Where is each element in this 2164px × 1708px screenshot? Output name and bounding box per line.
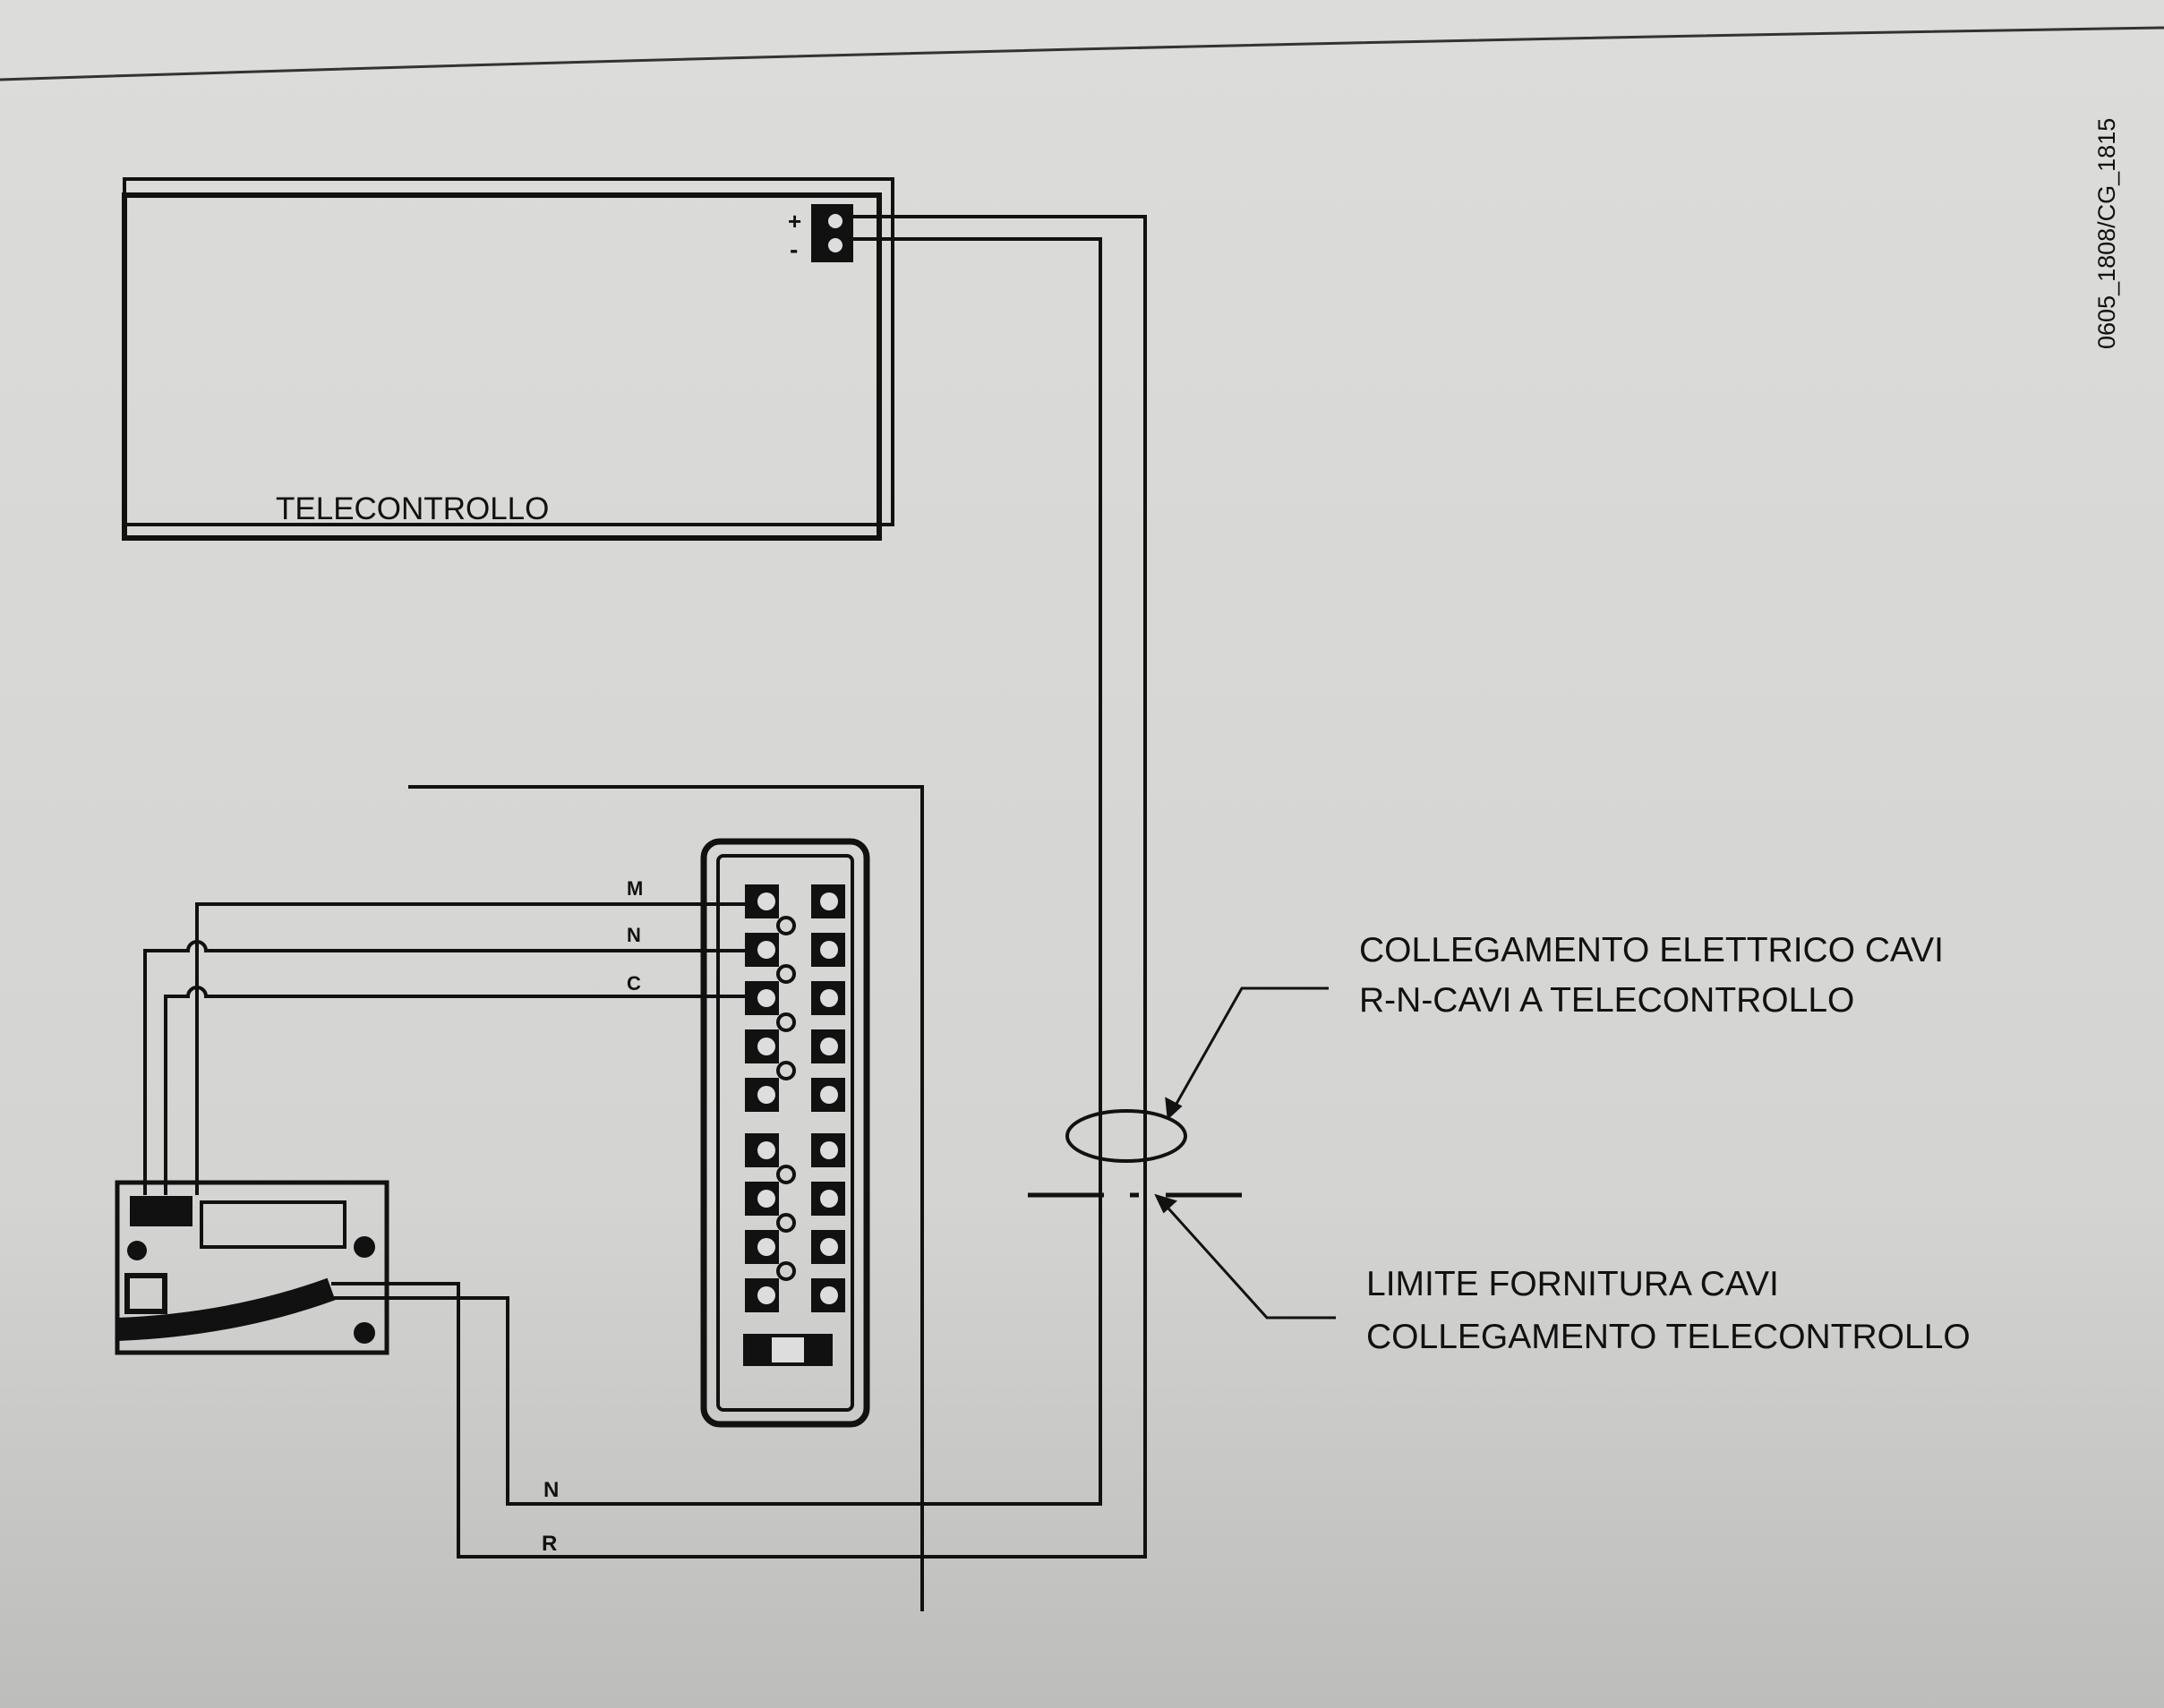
control-board — [115, 1180, 389, 1355]
remote-control-box: + - TELECONTROLLO — [122, 177, 894, 541]
bridge-screw — [776, 916, 796, 935]
bridge-screw — [776, 1213, 796, 1233]
terminal-row — [745, 981, 845, 1015]
label-n: N — [627, 924, 641, 946]
remote-control-label: TELECONTROLLO — [276, 491, 549, 526]
terminal-row — [745, 1078, 845, 1112]
cable-label-r: R — [542, 1532, 557, 1556]
cable-n — [331, 237, 1102, 1506]
cable-label-n: N — [543, 1478, 559, 1502]
terminal-block — [700, 838, 870, 1428]
drawing-code: 0605_1808/CG_1815 — [2093, 118, 2120, 349]
bridge-screw — [776, 1261, 796, 1281]
cable-r — [331, 215, 1147, 1559]
plus-label: + — [788, 208, 801, 235]
callout-connection-line1: COLLEGAMENTO ELETTRICO CAVI — [1359, 931, 1944, 969]
callout-limit-line1: LIMITE FORNITURA CAVI — [1366, 1265, 1779, 1303]
wire-m — [195, 902, 745, 1195]
terminal-row — [745, 1278, 845, 1312]
wire-c — [164, 986, 745, 1195]
minus-label: - — [790, 235, 798, 263]
cables — [143, 215, 1147, 1611]
bridge-screw — [776, 1165, 796, 1184]
bridge-screw — [776, 1012, 796, 1032]
terminal-row — [745, 1182, 845, 1216]
bridge-screw — [776, 1061, 796, 1080]
label-m: M — [627, 877, 643, 900]
page-edge-line — [0, 26, 2164, 81]
terminal-row — [745, 933, 845, 967]
cable-bundle-ellipse — [1065, 1109, 1187, 1163]
bridge-screw — [776, 964, 796, 984]
callout-connection-line2: R-N-CAVI A TELECONTROLLO — [1359, 981, 1854, 1020]
terminal-row — [745, 884, 845, 918]
wire-n — [143, 940, 745, 1195]
terminal-row — [745, 1029, 845, 1063]
supply-line — [408, 785, 924, 1611]
remote-terminal — [811, 204, 853, 262]
callout-leaders — [1154, 986, 1336, 1319]
terminal-row — [745, 1230, 845, 1264]
label-c: C — [627, 972, 641, 995]
terminal-row — [745, 1133, 845, 1167]
callout-limit-line2: COLLEGAMENTO TELECONTROLLO — [1366, 1318, 1971, 1356]
